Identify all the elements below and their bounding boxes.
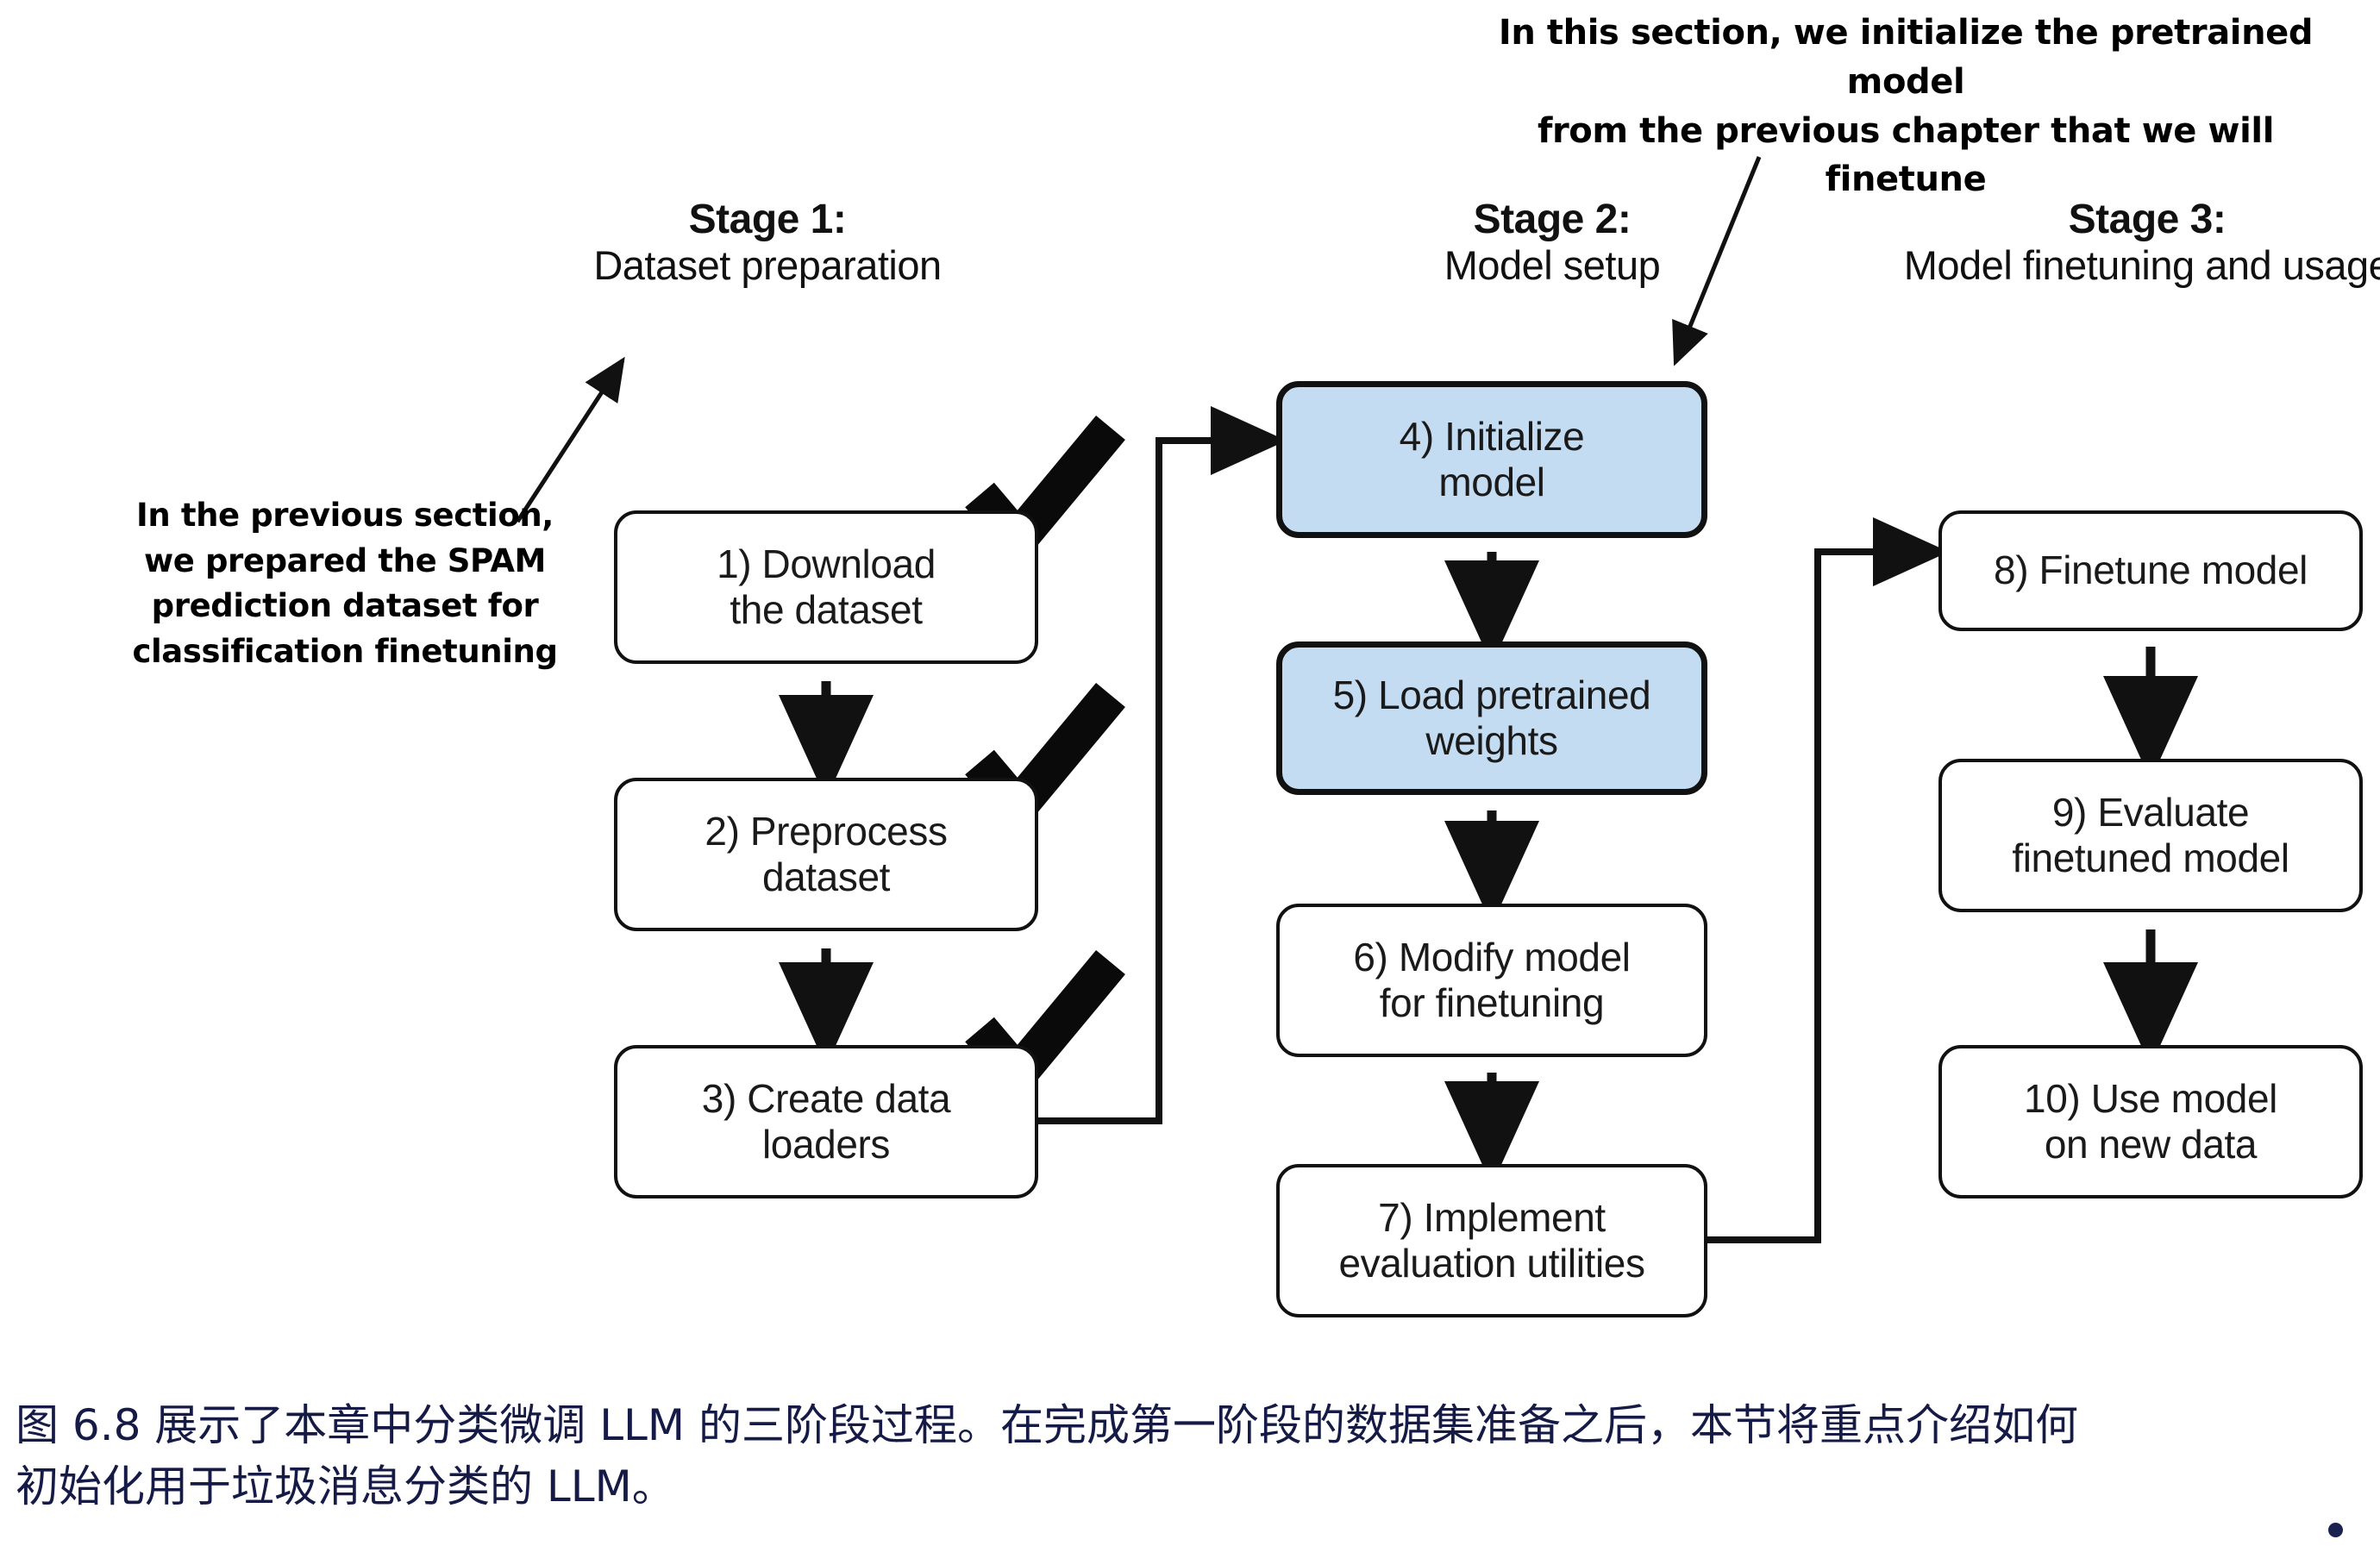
stage-header-2: Stage 2: Model setup: [1293, 197, 1811, 288]
stage-header-3: Stage 3: Model finetuning and usage: [1897, 197, 2380, 288]
annotation-arrow-top: [1672, 156, 1762, 366]
flow-node-5-load-pretrained-weights[interactable]: 5) Load pretrained weights: [1276, 641, 1707, 795]
flow-node-8-finetune-model[interactable]: 8) Finetune model: [1938, 510, 2363, 631]
flow-node-1-download-dataset[interactable]: 1) Download the dataset: [614, 510, 1038, 664]
connector-stage2-to-stage3: [1707, 517, 1949, 1243]
annotation-note-top: In this section, we initialize the pretr…: [1498, 13, 2314, 200]
stage-2-subtitle: Model setup: [1444, 241, 1661, 288]
stage-1-title: Stage 1:: [688, 197, 847, 242]
flow-node-6-modify-model[interactable]: 6) Modify model for finetuning: [1276, 904, 1707, 1057]
stage-1-subtitle: Dataset preparation: [593, 241, 942, 288]
flow-node-4-initialize-model[interactable]: 4) Initialize model: [1276, 381, 1707, 538]
stage-3-subtitle: Model finetuning and usage: [1903, 241, 2380, 288]
stage-2-title: Stage 2:: [1473, 197, 1632, 242]
connector-stage1-to-stage2: [1038, 406, 1287, 1124]
figure-caption: 图 6.8 展示了本章中分类微调 LLM 的三阶段过程。在完成第一阶段的数据集准…: [16, 1400, 2078, 1511]
flow-node-3-create-data-loaders[interactable]: 3) Create data loaders: [614, 1045, 1038, 1198]
flow-node-2-preprocess-dataset[interactable]: 2) Preprocess dataset: [614, 778, 1038, 931]
flow-node-9-evaluate-finetuned-model[interactable]: 9) Evaluate finetuned model: [1938, 759, 2363, 912]
annotation-arrow-left: [515, 356, 625, 523]
annotation-note-left: In the previous section, we prepared the…: [132, 497, 558, 670]
stage-3-title: Stage 3:: [2068, 197, 2227, 242]
cursor-dot: [2328, 1523, 2343, 1537]
flow-node-10-use-model-on-new-data[interactable]: 10) Use model on new data: [1938, 1045, 2363, 1198]
stage-header-1: Stage 1: Dataset preparation: [500, 197, 1035, 288]
flow-node-7-implement-eval-utilities[interactable]: 7) Implement evaluation utilities: [1276, 1164, 1707, 1317]
